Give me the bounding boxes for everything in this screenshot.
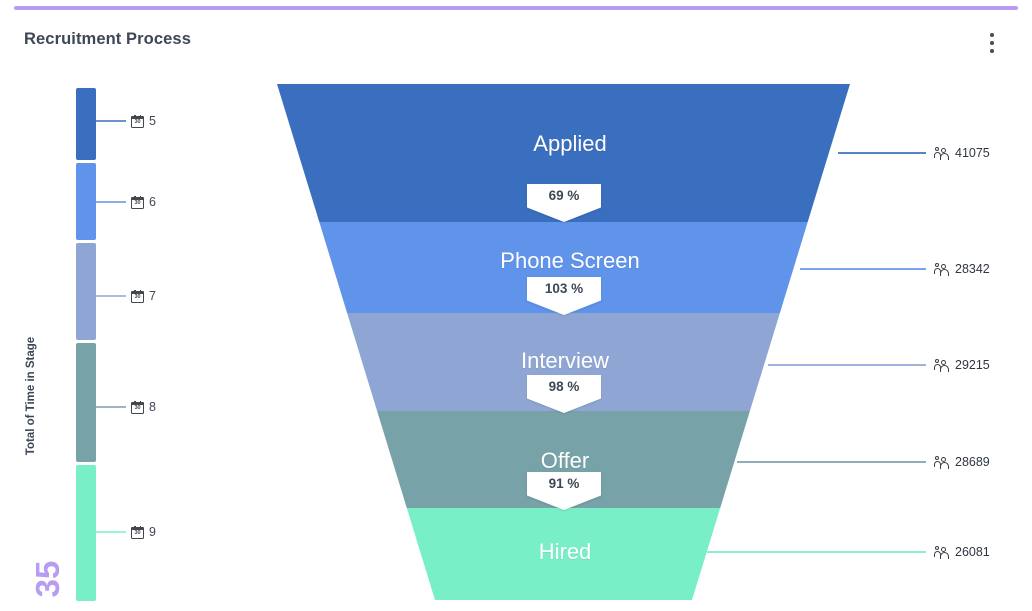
- kebab-dot: [990, 49, 994, 53]
- card-accent-bar: [14, 6, 1018, 10]
- stage-count-value: 26081: [955, 545, 990, 559]
- people-icon: [933, 545, 949, 559]
- stacked-bar-callout: 30 7: [96, 288, 156, 304]
- stacked-bar-callout: 30 8: [96, 399, 156, 415]
- people-icon: [933, 358, 949, 372]
- calendar-icon: 30: [131, 289, 144, 303]
- conversion-rate-badge[interactable]: 91 %: [527, 472, 601, 510]
- stacked-bar-segment[interactable]: [76, 243, 96, 340]
- stacked-bar-callout: 30 5: [96, 113, 156, 129]
- calendar-icon: 30: [131, 400, 144, 414]
- days-value: 6: [149, 195, 156, 209]
- funnel-count-callout: 29215: [768, 356, 990, 374]
- kebab-menu-icon[interactable]: [982, 28, 1002, 58]
- callout-leader-line: [838, 152, 926, 154]
- conversion-rate-value: 69 %: [548, 188, 580, 203]
- stage-count-value: 28342: [955, 262, 990, 276]
- calendar-icon: 30: [131, 114, 144, 128]
- stage-count-value: 41075: [955, 146, 990, 160]
- conversion-rate-badge[interactable]: 98 %: [527, 375, 601, 413]
- stacked-bar-callout: 30 6: [96, 194, 156, 210]
- callout-leader-line: [800, 268, 926, 270]
- callout-leader-line: [96, 201, 126, 203]
- conversion-rate-badge[interactable]: 103 %: [527, 277, 601, 315]
- stacked-bar-callout: 30 9: [96, 524, 156, 540]
- page-title: Recruitment Process: [24, 30, 191, 48]
- stacked-bar-segment[interactable]: [76, 465, 96, 601]
- funnel-stage-label: Interview: [520, 348, 610, 373]
- callout-leader-line: [707, 551, 926, 553]
- callout-leader-line: [768, 364, 926, 366]
- funnel-segment[interactable]: [406, 508, 721, 600]
- funnel-stage-label: Offer: [540, 448, 590, 473]
- funnel-count-callout: 28689: [737, 453, 990, 471]
- funnel-segment[interactable]: [377, 411, 750, 508]
- funnel-segment[interactable]: [277, 84, 850, 222]
- people-icon: [933, 455, 949, 469]
- callout-leader-line: [96, 406, 126, 408]
- people-icon: [933, 262, 949, 276]
- days-value: 7: [149, 289, 156, 303]
- days-value: 5: [149, 114, 156, 128]
- people-icon: [933, 146, 949, 160]
- days-value: 8: [149, 400, 156, 414]
- conversion-rate-value: 103 %: [544, 281, 584, 296]
- conversion-rate-value: 98 %: [548, 379, 580, 394]
- days-value: 9: [149, 525, 156, 539]
- calendar-icon: 30: [131, 195, 144, 209]
- funnel-segment[interactable]: [319, 222, 808, 313]
- callout-leader-line: [96, 120, 126, 122]
- stacked-time-bar: [76, 88, 96, 601]
- kebab-dot: [990, 33, 994, 37]
- conversion-rate-value: 91 %: [548, 476, 580, 491]
- conversion-rate-badge[interactable]: 69 %: [527, 184, 601, 222]
- stacked-bar-segment[interactable]: [76, 88, 96, 160]
- callout-leader-line: [737, 461, 926, 463]
- funnel-segment[interactable]: [347, 313, 780, 411]
- funnel-count-callout: 26081: [707, 543, 990, 561]
- stacked-bar-segment[interactable]: [76, 163, 96, 240]
- stage-count-value: 28689: [955, 455, 990, 469]
- calendar-icon: 30: [131, 525, 144, 539]
- stacked-bar-segment[interactable]: [76, 343, 96, 462]
- funnel-stage-label: Applied: [533, 131, 607, 156]
- callout-leader-line: [96, 295, 126, 297]
- funnel-stage-label: Phone Screen: [500, 248, 640, 273]
- funnel-stage-label: Hired: [538, 539, 592, 564]
- callout-leader-line: [96, 531, 126, 533]
- funnel-count-callout: 41075: [838, 144, 990, 162]
- funnel-count-callout: 28342: [800, 260, 990, 278]
- kebab-dot: [990, 41, 994, 45]
- stage-count-value: 29215: [955, 358, 990, 372]
